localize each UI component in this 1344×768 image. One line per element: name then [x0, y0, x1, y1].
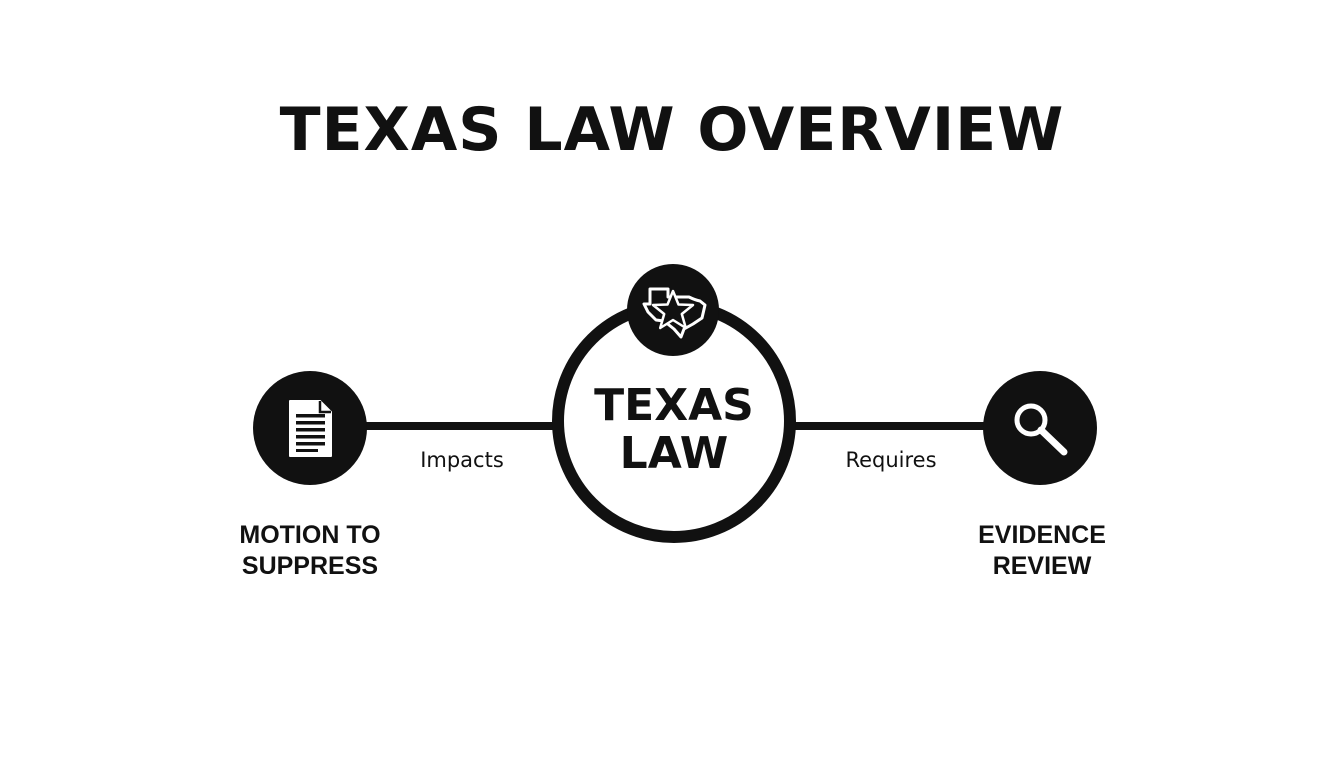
edge-label-requires: Requires	[845, 448, 937, 472]
diagram-title: TEXAS LAW OVERVIEW	[279, 95, 1065, 165]
right-node-line-1: EVIDENCE	[978, 521, 1106, 549]
document-icon	[289, 400, 332, 457]
right-node-line-2: REVIEW	[992, 552, 1092, 580]
right-node-label: EVIDENCE REVIEW	[922, 520, 1162, 582]
left-node-line-2: SUPPRESS	[241, 552, 379, 580]
edge-label-impacts: Impacts	[420, 448, 504, 472]
magnifier-icon	[1014, 403, 1068, 456]
left-node-line-1: MOTION TO	[239, 521, 381, 549]
center-node-line-1: TEXAS	[594, 380, 754, 431]
texas-star-icon	[627, 264, 719, 356]
left-node-label: MOTION TO SUPPRESS	[190, 520, 430, 582]
center-node-label: TEXAS LAW	[572, 382, 776, 478]
center-node-line-2: LAW	[619, 428, 729, 479]
